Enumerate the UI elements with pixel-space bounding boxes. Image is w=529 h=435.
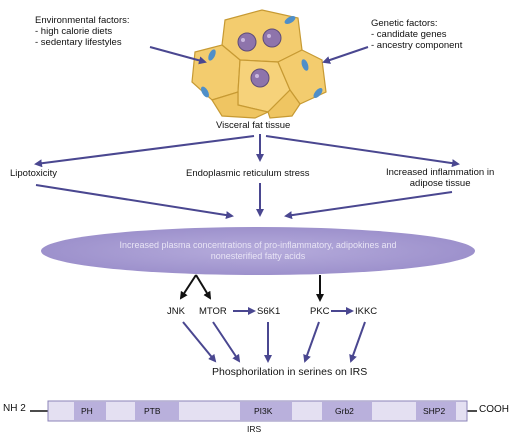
genetic-arrow bbox=[322, 46, 369, 64]
arrow-jnk-phos bbox=[182, 321, 217, 363]
env-item: - high calorie diets bbox=[35, 26, 113, 37]
domain-ph bbox=[74, 402, 106, 420]
domain-ptb bbox=[135, 402, 179, 420]
inflammation-label: Increased inflammation in adipose tissue bbox=[386, 167, 494, 189]
environmental-factors-label: Environmental factors: - high calorie di… bbox=[35, 15, 130, 48]
domain-ph-label: PH bbox=[81, 406, 93, 416]
env-title: Environmental factors: bbox=[35, 15, 130, 26]
plasma-concentration-text: Increased plasma concentrations of pro-i… bbox=[68, 240, 448, 262]
arrow-to-lipotoxicity bbox=[34, 135, 255, 168]
genetic-factors-label: Genetic factors: - candidate genes - anc… bbox=[371, 18, 462, 51]
nucleus bbox=[262, 28, 282, 48]
inflammation-line: adipose tissue bbox=[409, 178, 471, 189]
fat-cell bbox=[267, 89, 301, 119]
genetic-item: - ancestry component bbox=[371, 40, 463, 51]
irs-label: IRS bbox=[247, 424, 262, 434]
mtor-label: MTOR bbox=[199, 306, 227, 317]
nucleus bbox=[241, 38, 245, 42]
cell-membrane-marker bbox=[301, 59, 309, 71]
arrow-to-mtor bbox=[195, 274, 212, 300]
arrow-ikkc-phos bbox=[349, 321, 366, 363]
domain-shp2 bbox=[416, 402, 456, 420]
visceral-fat-label: Visceral fat tissue bbox=[216, 120, 291, 131]
cell-membrane-marker bbox=[208, 49, 216, 61]
ellipse-line: Increased plasma concentrations of pro-i… bbox=[119, 240, 397, 250]
pkc-label: PKC bbox=[310, 306, 330, 317]
nucleus bbox=[250, 68, 270, 88]
cooh-label: COOH bbox=[479, 404, 509, 415]
er-stress-label: Endoplasmic reticulum stress bbox=[186, 168, 310, 179]
nh2-label: NH 2 bbox=[3, 403, 26, 414]
env-arrow bbox=[149, 46, 207, 65]
genetic-item: - candidate genes bbox=[371, 29, 447, 40]
arrow-mtor-phos bbox=[212, 321, 241, 363]
nucleus bbox=[255, 74, 259, 78]
domain-grb2 bbox=[322, 402, 372, 420]
genetic-title: Genetic factors: bbox=[371, 18, 438, 29]
plasma-concentration-ellipse bbox=[41, 227, 475, 275]
arrow-infl-converge bbox=[284, 191, 453, 220]
domain-pi3k-label: PI3K bbox=[254, 406, 273, 416]
ikkc-label: IKKC bbox=[355, 306, 378, 317]
env-item: - sedentary lifestyles bbox=[35, 37, 122, 48]
arrow-to-inflammation bbox=[265, 135, 460, 168]
fat-tissue-illustration bbox=[191, 9, 327, 119]
cell-membrane-marker bbox=[284, 16, 296, 24]
phosphorylation-label: Phosphorilation in serines on IRS bbox=[212, 366, 368, 378]
arrow-pkc-phos bbox=[303, 321, 320, 363]
nucleus bbox=[237, 32, 257, 52]
lipotoxicity-label: Lipotoxicity bbox=[10, 168, 57, 179]
arrow-lipo-converge bbox=[35, 184, 234, 220]
s6k1-label: S6K1 bbox=[257, 306, 281, 317]
jnk-label: JNK bbox=[167, 306, 185, 317]
domain-shp2-label: SHP2 bbox=[423, 406, 446, 416]
fat-cell bbox=[191, 44, 241, 101]
inflammation-line: Increased inflammation in bbox=[386, 167, 495, 178]
arrow-to-jnk bbox=[179, 274, 197, 300]
ellipse-line: nonesterified fatty acids bbox=[210, 251, 306, 261]
domain-grb2-label: Grb2 bbox=[335, 406, 354, 416]
domain-pi3k bbox=[240, 402, 292, 420]
cell-membrane-marker bbox=[313, 88, 323, 98]
nucleus bbox=[267, 34, 271, 38]
cell-membrane-marker bbox=[201, 86, 209, 98]
domain-ptb-label: PTB bbox=[144, 406, 161, 416]
